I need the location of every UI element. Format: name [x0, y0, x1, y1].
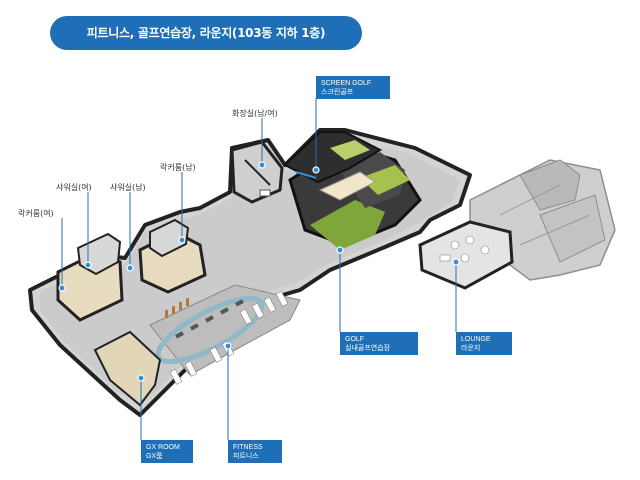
callout-screen-golf: SCREEN GOLF 스크린골프 [316, 76, 390, 99]
callout-screen-golf-en: SCREEN GOLF [321, 80, 372, 87]
page-title: 피트니스, 골프연습장, 라운지(103동 지하 1층) [50, 16, 362, 50]
marker-locker-female [58, 284, 66, 292]
callout-fitness: FITNESS 피트니스 [228, 440, 282, 463]
callout-screen-golf-ko: 스크린골프 [321, 89, 354, 96]
leader-lines [61, 98, 457, 440]
callout-lounge-ko: 라운지 [461, 345, 481, 352]
callout-golf-en: GOLF [345, 336, 365, 343]
marker-gx-room [137, 374, 145, 382]
label-locker-female: 락커룸(여) [18, 209, 54, 218]
callout-gx-room-ko: GX룸 [146, 453, 163, 460]
marker-lounge [452, 258, 460, 266]
callout-gx-room-en: GX ROOM [146, 444, 180, 451]
callout-golf-ko: 실내골프연습장 [345, 345, 391, 352]
label-shower-male: 샤워실(남) [110, 183, 146, 192]
fitness-area [149, 284, 301, 385]
gx-room [93, 330, 162, 407]
marker-golf [336, 246, 344, 254]
label-shower-female: 샤워실(여) [56, 183, 92, 192]
marker-screen-golf [312, 166, 320, 174]
label-locker-male: 락커룸(남) [160, 163, 196, 172]
label-restroom: 화장실(남/여) [232, 109, 278, 118]
callout-lounge-en: LOUNGE [461, 336, 491, 343]
lounge-area [418, 220, 514, 290]
callout-gx-room: GX ROOM GX룸 [141, 440, 193, 463]
marker-fitness [224, 342, 232, 350]
marker-shower-female [84, 261, 92, 269]
locker-rooms [56, 218, 207, 322]
callout-fitness-en: FITNESS [233, 444, 263, 451]
marker-shower-male [126, 264, 134, 272]
marker-locker-male [178, 236, 186, 244]
callout-golf: GOLF 실내골프연습장 [340, 332, 418, 355]
screen-golf-area [283, 131, 383, 184]
callout-fitness-ko: 피트니스 [233, 453, 259, 460]
marker-restroom [258, 161, 266, 169]
callout-lounge: LOUNGE 라운지 [456, 332, 512, 355]
